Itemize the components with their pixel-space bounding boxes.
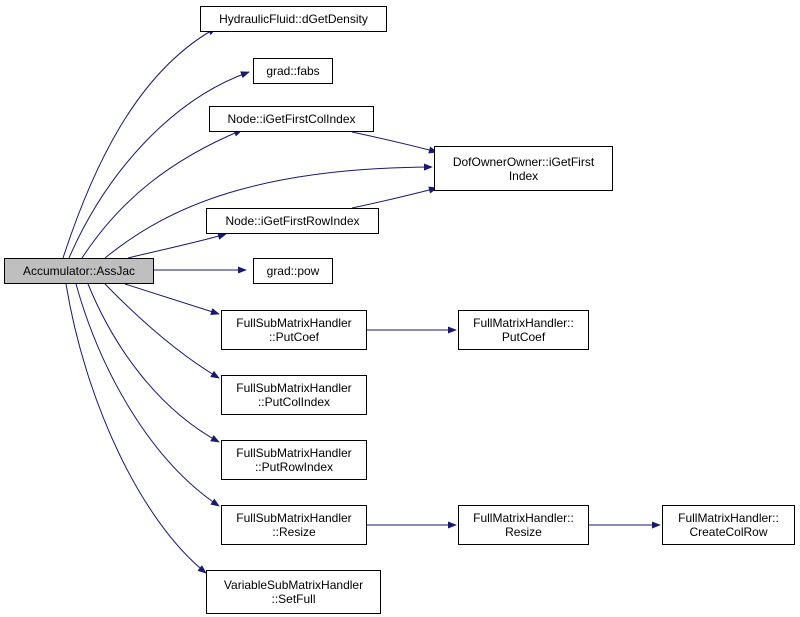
edge-root-to-fsm-resize xyxy=(75,283,220,507)
node-fullmatrixhandler-resize[interactable]: FullMatrixHandler:: Resize xyxy=(458,505,589,545)
node-label: FullSubMatrixHandler ::Resize xyxy=(236,511,351,539)
edge-root-to-fsm-putcolindex xyxy=(104,283,220,379)
node-label-line-2: ::PutColIndex xyxy=(257,395,331,409)
edge-root-to-dofowner xyxy=(104,163,433,259)
node-fullmatrixhandler-createcolrow[interactable]: FullMatrixHandler:: CreateColRow xyxy=(662,505,795,545)
node-label: FullSubMatrixHandler ::PutColIndex xyxy=(236,381,351,409)
node-label-line-2: ::PutCoef xyxy=(268,330,319,344)
node-label: FullMatrixHandler:: CreateColRow xyxy=(678,511,779,539)
node-label: FullMatrixHandler:: Resize xyxy=(473,511,574,539)
node-label-line-2: Resize xyxy=(505,525,542,539)
node-accumulator-assjac: Accumulator::AssJac xyxy=(4,258,154,284)
node-label-line-1: FullMatrixHandler:: xyxy=(473,316,574,330)
edge-getfirstcol-to-dofowner xyxy=(351,131,438,154)
node-label: Node::iGetFirstRowIndex xyxy=(225,214,360,228)
node-label-line-1: FullSubMatrixHandler xyxy=(236,316,352,330)
edge-root-to-fsm-putrowindex xyxy=(87,283,220,443)
node-label-line-2: ::PutRowIndex xyxy=(254,460,334,474)
node-label-line-1: DofOwnerOwner::iGetFirst xyxy=(452,154,595,169)
edge-root-to-vsm-setfull xyxy=(65,283,207,574)
node-label: Node::iGetFirstColIndex xyxy=(227,112,356,126)
node-dofownerowner-igetfirstindex[interactable]: DofOwnerOwner::iGetFirst Index xyxy=(434,146,613,191)
edge-root-to-dgetdensity xyxy=(62,27,217,259)
node-label-line-2: ::SetFull xyxy=(271,592,316,606)
node-label: Accumulator::AssJac xyxy=(22,264,136,278)
node-node-igetfirstrowindex[interactable]: Node::iGetFirstRowIndex xyxy=(206,208,379,234)
node-label-line-1: FullSubMatrixHandler xyxy=(236,381,352,395)
node-fullsubmatrixhandler-putcolindex[interactable]: FullSubMatrixHandler ::PutColIndex xyxy=(221,375,367,415)
node-label-line-2: CreateColRow xyxy=(689,525,768,539)
node-label-line-1: FullMatrixHandler:: xyxy=(473,511,574,525)
node-fullmatrixhandler-putcoef[interactable]: FullMatrixHandler:: PutCoef xyxy=(458,310,589,350)
node-label: DofOwnerOwner::iGetFirst Index xyxy=(453,155,594,183)
node-fullsubmatrixhandler-putrowindex[interactable]: FullSubMatrixHandler ::PutRowIndex xyxy=(221,440,367,480)
node-label: grad::fabs xyxy=(266,64,320,78)
node-fullsubmatrixhandler-putcoef[interactable]: FullSubMatrixHandler ::PutCoef xyxy=(221,310,367,350)
node-label-line-1: VariableSubMatrixHandler xyxy=(223,578,364,592)
node-label: grad::pow xyxy=(266,264,320,278)
edge-root-to-getfirstrow xyxy=(127,232,227,259)
node-label-line-2: Index xyxy=(508,168,539,183)
edge-root-to-fsm-putcoef xyxy=(124,283,220,316)
node-hydraulicfluid-dgetdensity[interactable]: HydraulicFluid::dGetDensity xyxy=(200,6,387,32)
node-label: FullSubMatrixHandler ::PutCoef xyxy=(236,316,351,344)
node-label: HydraulicFluid::dGetDensity xyxy=(219,12,368,26)
node-fullsubmatrixhandler-resize[interactable]: FullSubMatrixHandler ::Resize xyxy=(221,505,367,545)
node-label-line-1: FullMatrixHandler:: xyxy=(678,511,779,525)
node-node-igetfirstcolindex[interactable]: Node::iGetFirstColIndex xyxy=(209,106,374,132)
node-label-line-2: ::Resize xyxy=(272,525,316,539)
edge-root-to-fabs xyxy=(68,71,250,259)
node-label: FullMatrixHandler:: PutCoef xyxy=(473,316,574,344)
node-label-line-1: FullSubMatrixHandler xyxy=(236,446,352,460)
edge-root-to-getfirstcol xyxy=(81,129,243,259)
node-label: FullSubMatrixHandler ::PutRowIndex xyxy=(236,446,351,474)
node-label: VariableSubMatrixHandler ::SetFull xyxy=(224,578,363,606)
node-label-line-2: PutCoef xyxy=(501,330,546,344)
node-grad-fabs[interactable]: grad::fabs xyxy=(253,58,333,84)
node-label-line-1: FullSubMatrixHandler xyxy=(236,511,352,525)
node-grad-pow[interactable]: grad::pow xyxy=(253,258,333,284)
node-variablesubmatrixhandler-setfull[interactable]: VariableSubMatrixHandler ::SetFull xyxy=(206,570,381,614)
edge-getfirstrow-to-dofowner xyxy=(351,186,438,209)
